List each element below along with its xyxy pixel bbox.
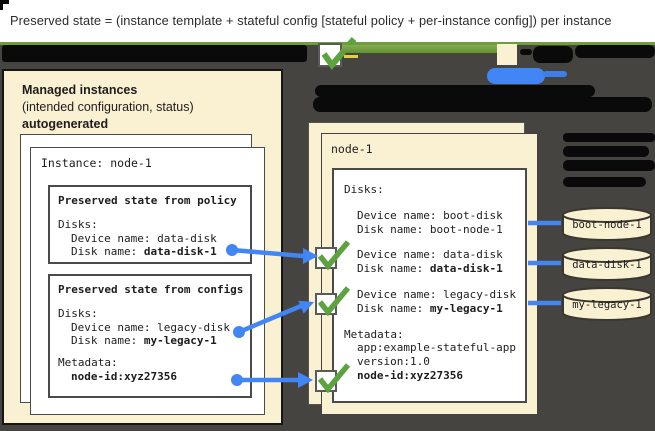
disk-cylinder-data: data-disk-1 <box>561 246 653 282</box>
redaction-bar <box>563 160 655 171</box>
disk-icon <box>562 207 652 241</box>
corner-mark <box>0 0 9 4</box>
device-line: Device name: legacy-disk <box>71 320 230 334</box>
metadata-label: Metadata: <box>58 356 118 370</box>
redaction-scribble-blue <box>487 68 545 84</box>
redaction-bar <box>575 45 655 58</box>
redaction-bar <box>563 133 655 142</box>
redaction-scribble-blue <box>543 71 567 77</box>
device-line: Device name: legacy-disk <box>357 287 516 301</box>
configs-box-title: Preserved state from configs <box>58 283 244 296</box>
cream-square <box>497 44 517 65</box>
disk-line: Disk name: boot-node-1 <box>357 222 503 236</box>
panel-title: Managed instances <box>22 83 138 97</box>
redaction-bar <box>563 146 649 157</box>
metadata-app: app:example-stateful-app <box>357 341 516 355</box>
panel-subtitle: (intended configuration, status) <box>22 100 194 114</box>
vm-title: node-1 <box>331 142 373 156</box>
checkmark-icon <box>317 363 351 393</box>
redaction-bar <box>533 46 573 63</box>
disks-label: Disks: <box>58 306 98 320</box>
disk-line: Disk name: my-legacy-1 <box>357 301 503 315</box>
metadata-nodeid: node-id:xyz27356 <box>357 368 463 382</box>
redaction-bar <box>2 45 307 62</box>
metadata-version: version:1.0 <box>357 355 430 369</box>
disk-line: Disk name: data-disk-1 <box>357 262 503 276</box>
disk-label: boot-node-1 <box>572 219 642 231</box>
redaction-bar <box>520 49 532 55</box>
disk-label: data-disk-1 <box>572 259 642 271</box>
formula-banner: Preserved state = (instance template + s… <box>0 0 655 42</box>
checkmark-icon <box>321 37 357 70</box>
disk-cylinder-legacy: my-legacy-1 <box>561 286 653 322</box>
disks-label: Disks: <box>58 217 98 231</box>
panel-subtitle-autogenerated: autogenerated <box>22 117 109 131</box>
device-line: Device name: boot-disk <box>357 208 503 222</box>
disk-line: Disk name: data-disk-1 <box>71 245 217 259</box>
corner-mark <box>0 0 3 10</box>
instance-card-title: Instance: node-1 <box>41 156 152 170</box>
green-bar <box>342 45 497 53</box>
configs-state-box: Preserved state from configs Disks: Devi… <box>48 274 252 398</box>
disk-label: my-legacy-1 <box>572 299 642 311</box>
metadata-value: node-id:xyz27356 <box>71 369 177 383</box>
checkmark-icon <box>317 286 351 316</box>
redaction-bar <box>563 177 646 187</box>
checkmark-icon <box>317 240 351 270</box>
disks-label: Disks: <box>344 183 384 196</box>
redaction-bar <box>315 85 595 97</box>
instance-card: Instance: node-1 Preserved state from po… <box>30 147 265 415</box>
disk-icon <box>562 287 652 321</box>
policy-box-title: Preserved state from policy <box>58 194 237 207</box>
disk-cylinder-boot: boot-node-1 <box>561 206 653 242</box>
disk-icon <box>562 247 652 281</box>
device-line: Device name: data-disk <box>357 248 503 262</box>
metadata-label: Metadata: <box>344 327 404 341</box>
redaction-bar <box>313 97 652 112</box>
yellow-dash <box>344 55 358 58</box>
vm-disks-box: Disks: Device name: boot-disk Disk name:… <box>332 168 527 403</box>
formula-text: Preserved state = (instance template + s… <box>10 13 612 28</box>
policy-state-box: Preserved state from policy Disks: Devic… <box>48 185 252 264</box>
device-line: Device name: data-disk <box>71 231 217 245</box>
disk-line: Disk name: my-legacy-1 <box>71 334 217 348</box>
